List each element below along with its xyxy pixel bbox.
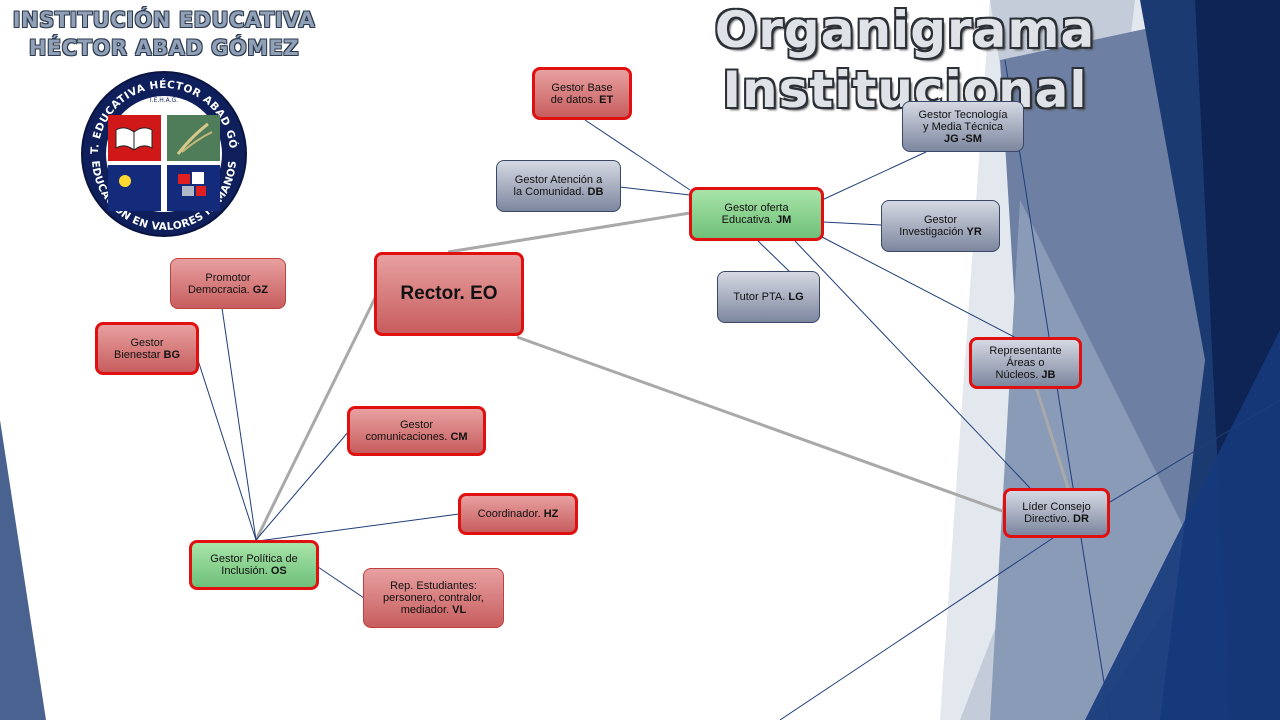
node-initials: OS — [270, 565, 287, 577]
node-gestor-politica-inclusion[interactable]: Gestor Política de Inclusión. OS — [189, 540, 319, 590]
node-label: Gestor Bienestar — [113, 336, 164, 361]
node-gestor-investigacion[interactable]: Gestor Investigación YR — [881, 200, 1000, 252]
school-name-line1: INSTITUCIÓN EDUCATIVA — [12, 8, 316, 32]
node-initials: BG — [163, 348, 181, 361]
node-label: Gestor Base de datos. — [550, 81, 613, 106]
node-rep-estudiantes[interactable]: Rep. Estudiantes: personero, contralor, … — [363, 568, 504, 628]
node-label: Representante Áreas o Núcleos. — [989, 345, 1062, 381]
node-initials: HZ — [543, 508, 559, 520]
node-representante-areas[interactable]: Representante Áreas o Núcleos. JB — [969, 337, 1082, 389]
node-label: Gestor Tecnología y Media Técnica — [918, 108, 1008, 133]
node-rector[interactable]: Rector. EO — [374, 252, 524, 336]
node-promotor-democracia[interactable]: Promotor Democracia. GZ — [170, 258, 286, 309]
node-label: Promotor Democracia. — [187, 271, 251, 296]
node-initials: ET — [599, 93, 614, 106]
node-gestor-tecnologia[interactable]: Gestor Tecnología y Media Técnica JG -SM — [902, 101, 1024, 152]
school-name-line2: HÉCTOR ABAD GÓMEZ — [28, 36, 300, 60]
node-initials: DR — [1073, 513, 1089, 525]
node-initials: GZ — [252, 283, 269, 296]
node-label: Gestor oferta Educativa. — [721, 202, 789, 226]
node-label: Rep. Estudiantes: personero, contralor, … — [383, 580, 484, 616]
node-label: Tutor PTA. — [733, 291, 789, 303]
node-label: Coordinador. — [477, 508, 544, 520]
node-lider-consejo-directivo[interactable]: Líder Consejo Directivo. DR — [1003, 488, 1110, 538]
school-seal-logo: INST. EDUCATIVA HÉCTOR ABAD GÓMEZ EDUCAC… — [78, 66, 248, 238]
node-label: Líder Consejo Directivo. — [1022, 501, 1091, 525]
node-label: Gestor comunicaciones. — [365, 419, 448, 443]
node-label: Gestor Atención a la Comunidad. — [513, 174, 603, 198]
node-gestor-comunicaciones[interactable]: Gestor comunicaciones. CM — [347, 406, 486, 456]
node-gestor-oferta-educativa[interactable]: Gestor oferta Educativa. JM — [689, 187, 824, 241]
node-initials: VL — [452, 604, 467, 616]
node-gestor-base-datos[interactable]: Gestor Base de datos. ET — [532, 67, 632, 120]
school-name: INSTITUCIÓN EDUCATIVA HÉCTOR ABAD GÓMEZ — [8, 6, 320, 62]
node-gestor-bienestar[interactable]: Gestor Bienestar BG — [95, 322, 199, 375]
node-initials: CM — [450, 431, 468, 443]
node-initials: JG -SM — [944, 132, 982, 145]
node-gestor-atencion-comunidad[interactable]: Gestor Atención a la Comunidad. DB — [496, 160, 621, 212]
node-initials: JM — [776, 214, 792, 226]
node-label: Gestor Política de Inclusión. — [210, 553, 298, 577]
node-label: Gestor Investigación — [899, 214, 964, 238]
node-coordinador[interactable]: Coordinador. HZ — [458, 493, 578, 535]
page-title: Organigrama Institucional — [714, 1, 1096, 119]
node-initials: YR — [966, 226, 982, 238]
node-initials: LG — [788, 291, 804, 303]
node-initials: DB — [587, 186, 604, 198]
node-initials: JB — [1041, 369, 1056, 381]
node-tutor-pta[interactable]: Tutor PTA. LG — [717, 271, 820, 323]
svg-text:I.E.H.A.G.: I.E.H.A.G. — [150, 97, 178, 104]
connector-lines — [195, 59, 1280, 720]
